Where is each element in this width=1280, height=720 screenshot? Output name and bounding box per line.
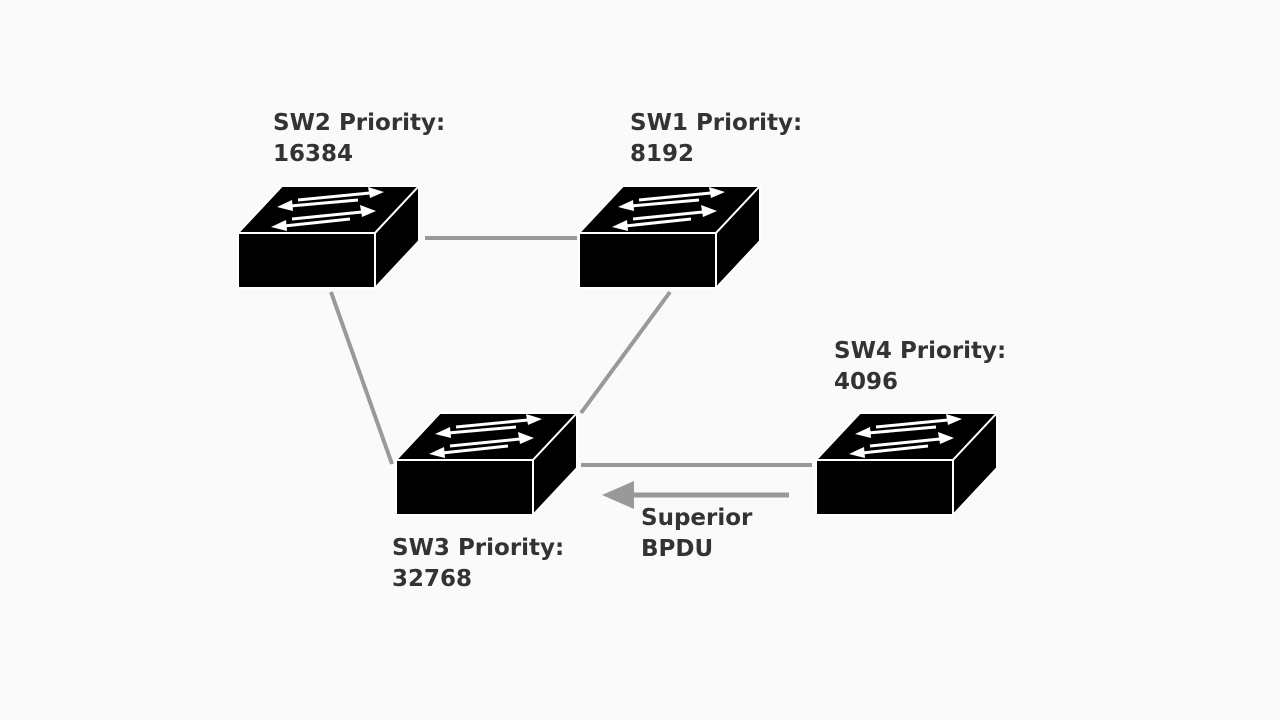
label-sw4: SW4 Priority: 4096: [834, 338, 1006, 395]
label-sw1-name: SW1 Priority:: [630, 110, 802, 136]
label-sw3-name: SW3 Priority:: [392, 535, 564, 561]
switch-sw3[interactable]: [394, 411, 579, 517]
label-sw2: SW2 Priority: 16384: [273, 110, 445, 167]
network-switch-icon: [814, 411, 999, 517]
label-sw3-priority: 32768: [392, 566, 472, 592]
network-switch-icon: [394, 411, 579, 517]
label-bpdu-line1: Superior: [641, 505, 753, 531]
label-sw4-priority: 4096: [834, 369, 898, 395]
label-sw2-name: SW2 Priority:: [273, 110, 445, 136]
switch-sw1[interactable]: [577, 184, 762, 290]
link-sw2-sw3: [329, 291, 394, 465]
label-bpdu: Superior BPDU: [641, 505, 753, 562]
label-sw4-name: SW4 Priority:: [834, 338, 1006, 364]
switch-sw4[interactable]: [814, 411, 999, 517]
label-sw3: SW3 Priority: 32768: [392, 535, 564, 592]
link-sw1-sw3: [579, 290, 672, 415]
links: [329, 236, 812, 467]
bpdu-arrow: [602, 481, 789, 509]
label-sw2-priority: 16384: [273, 141, 353, 167]
label-bpdu-line2: BPDU: [641, 536, 713, 562]
network-switch-icon: [577, 184, 762, 290]
switch-sw2[interactable]: [236, 184, 421, 290]
label-sw1: SW1 Priority: 8192: [630, 110, 802, 167]
label-sw1-priority: 8192: [630, 141, 694, 167]
network-switch-icon: [236, 184, 421, 290]
